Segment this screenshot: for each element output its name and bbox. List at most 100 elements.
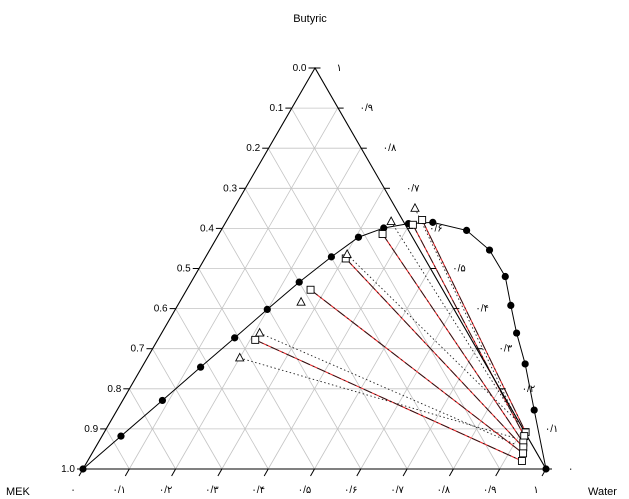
filled-circle-point [295, 278, 303, 286]
filled-circle-point [507, 301, 515, 309]
bottom-axis-tick [78, 468, 84, 477]
filled-circle-point [158, 396, 167, 405]
open-square-point [378, 230, 387, 238]
grid-line [360, 308, 454, 470]
bottom-axis-tick-label: ۰/۴ [251, 485, 265, 496]
filled-circle-point [117, 432, 125, 440]
bottom-axis-tick [448, 468, 454, 477]
filled-circle-point [521, 360, 529, 368]
left-axis-tick-label: 0.0 [293, 63, 307, 74]
tie-line [412, 224, 525, 437]
open-square-point [519, 449, 528, 458]
bottom-axis-tick [356, 468, 362, 477]
grid-line [244, 188, 408, 470]
right-axis-tick-label: ۰/۲ [522, 384, 536, 395]
filled-circle-point [501, 272, 509, 281]
tie-line [310, 289, 524, 454]
filled-circle-point [512, 329, 521, 337]
filled-circle-point [429, 218, 437, 226]
bottom-axis-tick-label: ۰ [70, 485, 75, 496]
open-square-point [408, 220, 417, 229]
open-square-point [306, 285, 315, 294]
vertex-label-top: Butyric [293, 13, 327, 25]
grid-line [406, 348, 477, 470]
filled-circle-point [327, 253, 335, 261]
bottom-axis-tick-label: ۰/۹ [483, 485, 497, 496]
grid-line [291, 107, 501, 470]
open-triangle-point [254, 327, 265, 337]
open-triangle-point [410, 202, 420, 212]
open-triangle-point [234, 352, 245, 362]
bottom-axis-tick [124, 468, 130, 477]
grid-line [105, 428, 130, 470]
tie-line [390, 221, 519, 422]
right-axis-tick-label: ۰/۳ [499, 344, 513, 355]
grid-line [314, 268, 431, 470]
open-triangle-point [296, 296, 306, 306]
left-axis-tick-label: 0.9 [84, 424, 98, 435]
tie-line [259, 332, 516, 445]
bottom-axis-tick-label: ۰/۵ [298, 485, 312, 496]
bottom-axis-tick [217, 468, 223, 477]
grid-lines [105, 107, 524, 470]
bottom-axis-tick-label: ۰/۳ [205, 485, 219, 496]
bottom-axis-tick [495, 468, 501, 477]
filled-circle-point [462, 226, 471, 235]
bottom-axis-tick-label: ۰/۷ [390, 485, 404, 496]
open-square-point [251, 335, 260, 344]
filled-circle-point [530, 406, 538, 414]
grid-line [175, 308, 269, 470]
right-axis-tick-label: ۰/۶ [429, 223, 443, 234]
bottom-axis-tick-label: ۰/۸ [437, 485, 451, 496]
grid-line [128, 107, 338, 470]
right-axis-tick-label: ۰ [568, 464, 573, 475]
open-square-point [520, 432, 529, 441]
tie-line [421, 219, 527, 433]
right-axis-tick-label: ۱ [337, 63, 342, 74]
bottom-axis-tick-label: ۰/۱ [113, 485, 127, 496]
vertex-label-right: Water [588, 486, 617, 498]
left-axis-tick-label: 0.8 [107, 384, 121, 395]
open-triangle-point [386, 216, 396, 226]
bottom-axis-tick-label: ۱ [533, 485, 538, 496]
bottom-axis-tick [541, 468, 547, 477]
filled-circle-point [380, 224, 388, 232]
bottom-axis-tick [171, 468, 177, 477]
binodal-curve [82, 221, 547, 470]
grid-line [152, 348, 223, 470]
bottom-axis-tick [263, 468, 269, 477]
filled-circle-point [485, 246, 494, 254]
left-axis-tick-label: 1.0 [61, 464, 75, 475]
bottom-axis-tick [310, 468, 315, 477]
left-axis-tick-label: 0.2 [246, 143, 260, 154]
left-axis-tick-label: 0.7 [131, 344, 145, 355]
right-axis-tick-label: ۰/۹ [360, 103, 374, 114]
left-axis-tick-label: 0.5 [177, 264, 191, 275]
bottom-axis-tick-label: ۰/۲ [159, 485, 173, 496]
right-axis-tick-label: ۰/۸ [383, 143, 397, 154]
open-triangle-point [342, 249, 352, 258]
right-axis-tick-label: ۰/۱ [545, 424, 559, 435]
grid-line [128, 388, 176, 470]
grid-line [453, 388, 501, 470]
tie-line [255, 339, 523, 462]
bottom-axis-tick [402, 468, 408, 477]
right-axis-tick-label: ۰/۴ [475, 304, 489, 315]
right-axis-tick-label: ۰/۷ [406, 183, 420, 194]
filled-circle-point [354, 233, 363, 241]
right-axis-tick-label: ۰/۵ [452, 264, 466, 275]
left-axis-tick-label: 0.1 [269, 103, 283, 114]
filled-circle-point [263, 305, 271, 314]
tie-line [382, 233, 524, 443]
open-square-point [418, 216, 427, 224]
filled-circle-point [231, 334, 239, 342]
left-axis-tick-label: 0.6 [154, 304, 168, 315]
vertex-label-left: MEK [6, 486, 31, 498]
grid-line [198, 268, 315, 470]
left-axis-tick-label: 0.3 [223, 183, 237, 194]
filled-circle-point [197, 363, 205, 371]
tie-line [414, 208, 519, 422]
grid-line [221, 188, 385, 470]
bottom-axis-tick-label: ۰/۶ [344, 485, 358, 496]
